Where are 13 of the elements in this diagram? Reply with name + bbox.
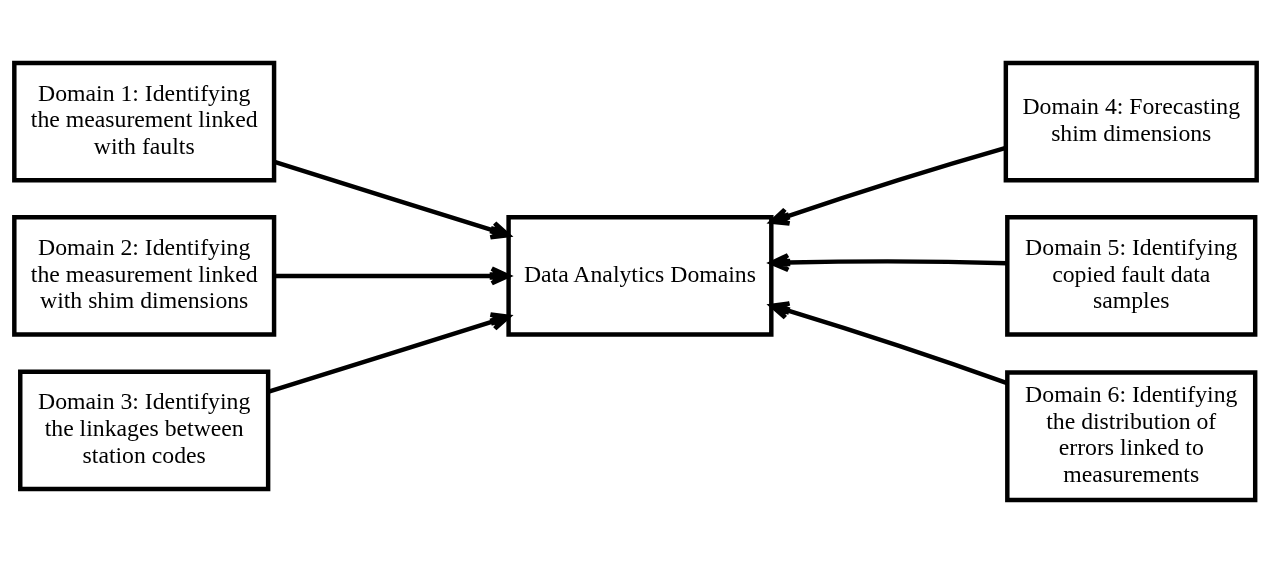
node-box: Domain 3: Identifying the linkages between station codes <box>18 368 271 491</box>
arrow <box>769 252 1008 272</box>
node-box: Domain 1: Identifying the measurement linked with faults <box>12 60 277 182</box>
arrow <box>268 311 511 394</box>
node-box: Domain 5: Identifying copied fault data samples <box>1005 214 1258 337</box>
node-box: Domain 2: Identifying the measurement linked with shim dimensions <box>12 214 277 337</box>
arrow <box>769 300 1008 385</box>
arrow <box>274 265 511 285</box>
node-box: Data Analytics Domains <box>506 214 774 337</box>
arrow <box>769 145 1007 226</box>
node-box: Domain 6: Identifying the distribution of errors linked to measurements <box>1005 369 1258 502</box>
node-box: Domain 4: Forecasting shim dimensions <box>1003 60 1259 182</box>
arrow <box>273 159 511 239</box>
